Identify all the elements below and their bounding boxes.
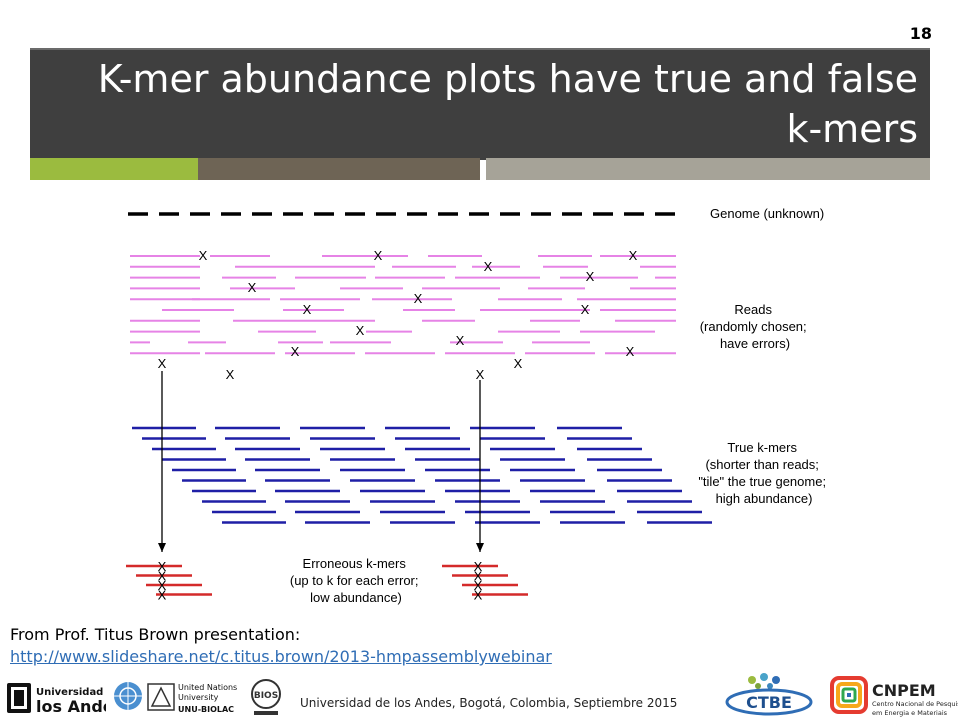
ctbe-logo: CTBE bbox=[725, 673, 813, 716]
bios-logo: BIOS bbox=[251, 679, 281, 715]
source-credit: From Prof. Titus Brown presentation: bbox=[10, 625, 301, 644]
erroneous-error-mark: X bbox=[158, 559, 167, 574]
true-kmers-label-line: (shorter than reads; bbox=[705, 457, 818, 472]
unu-logo: United Nations University UNU-BIOLAC bbox=[114, 682, 237, 714]
slide-title: K-mer abundance plots have true and fals… bbox=[97, 57, 918, 151]
true-kmers-label-line: high abundance) bbox=[716, 491, 813, 506]
cnpem-logo: CNPEM Centro Nacional de Pesquisa em Ene… bbox=[830, 676, 958, 717]
read-error-mark: X bbox=[199, 248, 208, 263]
ctbe-text: CTBE bbox=[746, 693, 792, 712]
erroneous-error-mark: X bbox=[158, 588, 167, 603]
footer-text: Universidad de los Andes, Bogotá, Colomb… bbox=[300, 696, 678, 710]
read-error-mark: X bbox=[248, 280, 257, 295]
true-kmers-label-line: True k-mers bbox=[727, 440, 797, 455]
read-error-mark: X bbox=[291, 344, 300, 359]
accent-strip-brown bbox=[198, 158, 480, 180]
read-error-mark: X bbox=[476, 367, 485, 382]
read-error-mark: X bbox=[626, 344, 635, 359]
uniandes-line: los Andes bbox=[36, 697, 106, 716]
genome-label: Genome (unknown) bbox=[710, 206, 824, 221]
error-arrow-head bbox=[158, 543, 166, 552]
source-link[interactable]: http://www.slideshare.net/c.titus.brown/… bbox=[10, 647, 552, 666]
erroneous-label-line: low abundance) bbox=[310, 590, 402, 605]
erroneous-error-mark: X bbox=[474, 559, 483, 574]
read-error-mark: X bbox=[226, 367, 235, 382]
arrows-group bbox=[158, 371, 484, 552]
true-kmers-group bbox=[132, 426, 712, 524]
erroneous-kmers-label: Erroneous k-mers (up to k for each error… bbox=[290, 556, 422, 605]
cnpem-line: Centro Nacional de Pesquisa bbox=[872, 700, 958, 708]
unu-line: University bbox=[178, 693, 219, 702]
read-error-mark: X bbox=[456, 333, 465, 348]
reads-group: X X X X X X X X X X X X X X X X X bbox=[130, 248, 676, 382]
true-kmers-label-line: "tile" the true genome; bbox=[698, 474, 826, 489]
erroneous-error-mark: X bbox=[158, 569, 167, 584]
erroneous-label-line: (up to k for each error; bbox=[290, 573, 419, 588]
slide-number: 18 bbox=[909, 24, 932, 43]
reads-label-line: (randomly chosen; bbox=[700, 319, 807, 334]
unu-line: United Nations bbox=[178, 683, 237, 692]
accent-strip-green bbox=[30, 158, 198, 180]
erroneous-error-mark: X bbox=[474, 569, 483, 584]
true-kmers-label: True k-mers (shorter than reads; "tile" … bbox=[698, 440, 829, 506]
reads-label-line: Reads bbox=[734, 302, 772, 317]
bios-text: BIOS bbox=[254, 691, 278, 701]
uniandes-line: Universidad de bbox=[36, 687, 106, 698]
erroneous-error-mark: X bbox=[474, 588, 483, 603]
erroneous-error-mark: X bbox=[158, 578, 167, 593]
accent-strip-gray bbox=[486, 158, 930, 180]
read-error-mark: X bbox=[629, 248, 638, 263]
erroneous-label-line: Erroneous k-mers bbox=[303, 556, 407, 571]
read-error-mark: X bbox=[356, 323, 365, 338]
read-error-mark: X bbox=[303, 302, 312, 317]
read-error-mark: X bbox=[158, 356, 167, 371]
cnpem-line: CNPEM bbox=[872, 681, 936, 700]
reads-label-line: have errors) bbox=[720, 336, 790, 351]
read-error-mark: X bbox=[374, 248, 383, 263]
source-citation: From Prof. Titus Brown presentation: htt… bbox=[10, 624, 552, 668]
read-error-mark: X bbox=[586, 269, 595, 284]
read-error-mark: X bbox=[514, 356, 523, 371]
unu-line: UNU-BIOLAC bbox=[178, 705, 234, 714]
uniandes-logo: Universidad de los Andes bbox=[7, 683, 106, 716]
read-error-mark: X bbox=[581, 302, 590, 317]
read-error-mark: X bbox=[484, 259, 493, 274]
read-error-mark: X bbox=[414, 291, 423, 306]
erroneous-error-mark: X bbox=[474, 578, 483, 593]
error-arrow-head bbox=[476, 543, 484, 552]
cnpem-line: em Energia e Materiais bbox=[872, 709, 948, 717]
title-bar: K-mer abundance plots have true and fals… bbox=[30, 48, 930, 160]
reads-label: Reads (randomly chosen; have errors) bbox=[700, 302, 811, 351]
